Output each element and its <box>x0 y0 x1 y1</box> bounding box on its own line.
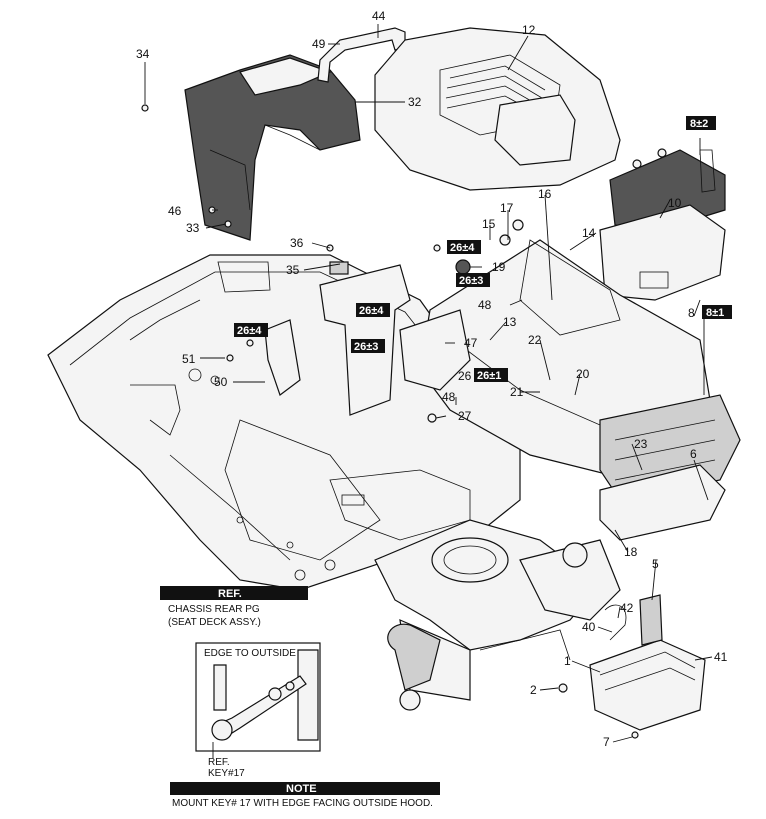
battery-tray <box>589 594 706 731</box>
ref-chassis-line1: CHASSIS REAR PG <box>168 604 260 615</box>
callout-5: 5 <box>652 557 659 571</box>
side-panel <box>419 239 741 501</box>
svg-text:26±3: 26±3 <box>354 341 378 353</box>
callout-12: 12 <box>522 23 536 37</box>
callout-42: 42 <box>620 601 634 615</box>
hood-grille <box>599 149 726 301</box>
tag-26-3-top: 26±3 <box>456 273 490 287</box>
callout-1: 1 <box>564 654 571 668</box>
tag-26-1: 26±1 <box>474 368 508 382</box>
callout-49: 49 <box>312 37 326 51</box>
callout-16: 16 <box>538 187 552 201</box>
ref-chassis-title: REF. <box>218 588 242 600</box>
callout-46: 46 <box>168 204 182 218</box>
inset-ref-label: REF. <box>208 757 230 768</box>
callout-19: 19 <box>492 260 506 274</box>
callout-34: 34 <box>136 47 150 61</box>
callout-7: 7 <box>603 735 610 749</box>
callout-10: 10 <box>668 196 682 210</box>
callout-44: 44 <box>372 9 386 23</box>
callout-48a: 48 <box>478 298 492 312</box>
callout-numbers: 34 44 49 12 32 46 33 36 35 15 17 16 14 1… <box>136 9 728 749</box>
callout-32: 32 <box>408 95 422 109</box>
seat-pan <box>184 54 361 241</box>
note-title: NOTE <box>286 783 317 795</box>
callout-13: 13 <box>503 315 517 329</box>
callout-33: 33 <box>186 221 200 235</box>
callout-22: 22 <box>528 333 542 347</box>
ref-chassis-line2: (SEAT DECK ASSY.) <box>168 617 261 628</box>
svg-text:26±4: 26±4 <box>359 305 384 317</box>
svg-text:26±4: 26±4 <box>237 325 262 337</box>
inset-key-label: KEY#17 <box>208 768 245 779</box>
callout-41: 41 <box>714 650 728 664</box>
svg-text:8±2: 8±2 <box>690 118 708 130</box>
callout-17: 17 <box>500 201 514 215</box>
inset-detail: EDGE TO OUTSIDE REF. KEY#17 <box>195 642 321 779</box>
hardware <box>141 104 667 739</box>
tag-8-1: 8±1 <box>702 305 732 319</box>
leader-lines <box>144 24 713 743</box>
callout-40: 40 <box>582 620 596 634</box>
svg-text:26±4: 26±4 <box>450 242 475 254</box>
tag-26-4-top: 26±4 <box>447 240 481 254</box>
callout-6: 6 <box>690 447 697 461</box>
tag-26-4-left: 26±4 <box>234 323 268 337</box>
svg-text:26±3: 26±3 <box>459 275 483 287</box>
note-box: NOTE MOUNT KEY# 17 WITH EDGE FACING OUTS… <box>170 782 440 809</box>
callout-21: 21 <box>510 385 524 399</box>
tag-8-2: 8±2 <box>686 116 716 130</box>
front-bumper <box>599 464 726 541</box>
svg-text:26±1: 26±1 <box>477 370 501 382</box>
callout-51: 51 <box>182 352 196 366</box>
callout-35: 35 <box>286 263 300 277</box>
ref-chassis-box: REF. CHASSIS REAR PG (SEAT DECK ASSY.) <box>160 586 308 628</box>
hood <box>374 27 621 191</box>
note-text: MOUNT KEY# 17 WITH EDGE FACING OUTSIDE H… <box>172 798 433 809</box>
callout-26: 26 <box>458 369 472 383</box>
callout-15: 15 <box>482 217 496 231</box>
reference-tags: 8±2 8±1 26±4 26±3 26±4 26±3 26±4 26±1 <box>234 116 732 382</box>
inset-edge-label: EDGE TO OUTSIDE <box>204 648 296 659</box>
callout-2: 2 <box>530 683 537 697</box>
callout-48b: 48 <box>442 390 456 404</box>
callout-50: 50 <box>214 375 228 389</box>
callout-20: 20 <box>576 367 590 381</box>
callout-27: 27 <box>458 409 472 423</box>
svg-text:8±1: 8±1 <box>706 307 724 319</box>
tag-26-3-mid: 26±3 <box>351 339 385 353</box>
callout-47: 47 <box>464 336 478 350</box>
tag-26-4-mid: 26±4 <box>356 303 390 317</box>
callout-14: 14 <box>582 226 596 240</box>
callout-8: 8 <box>688 306 695 320</box>
callout-18: 18 <box>624 545 638 559</box>
callout-23: 23 <box>634 437 648 451</box>
callout-36: 36 <box>290 236 304 250</box>
chassis-frame <box>374 519 621 711</box>
